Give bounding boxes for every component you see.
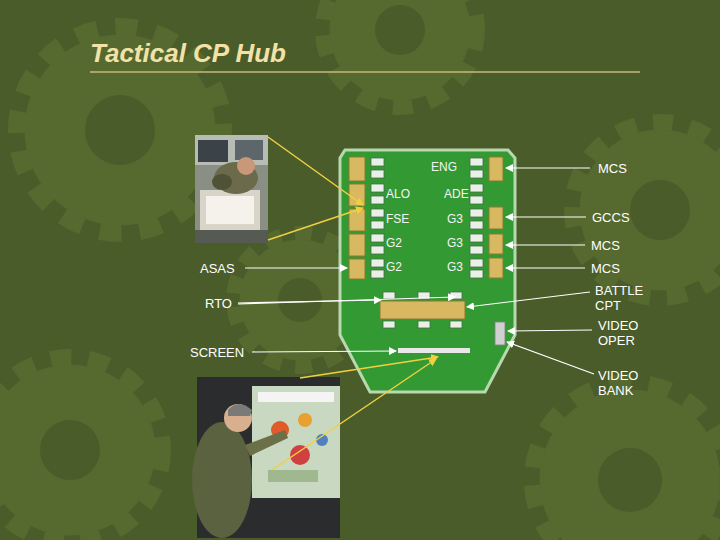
station-label: G2 (386, 260, 402, 275)
station-label: G2 (386, 236, 402, 251)
title-rule (90, 71, 640, 73)
slide-title: Tactical CP Hub (90, 38, 286, 68)
callout-label: MCS (591, 238, 620, 253)
station-label: G3 (447, 260, 463, 275)
callout-label: SCREEN (190, 345, 244, 360)
hub-floorplan (340, 150, 515, 392)
callout-label: VIDEO OPER (598, 318, 656, 348)
photo-leaders (268, 137, 438, 470)
video-bank (495, 322, 505, 345)
label-leaders (238, 168, 594, 374)
station-label: G3 (447, 212, 463, 227)
callout-label: MCS (591, 261, 620, 276)
station-label: G3 (447, 236, 463, 251)
station-label: ALO (386, 187, 410, 202)
station-label: ENG (431, 160, 457, 175)
gear-holes (40, 5, 690, 512)
callout-label: ASAS (200, 261, 235, 276)
station-label: FSE (386, 212, 409, 227)
screen-photo (192, 377, 340, 538)
station-label: ADE (444, 187, 469, 202)
callout-label: GCCS (592, 210, 630, 225)
callout-label: MCS (598, 161, 627, 176)
callout-label: VIDEO BANK (598, 368, 656, 398)
operator-photo (195, 135, 268, 243)
screen-bar (398, 348, 470, 353)
callout-label: BATTLE CPT (595, 283, 657, 313)
callout-label: RTO (205, 296, 232, 311)
